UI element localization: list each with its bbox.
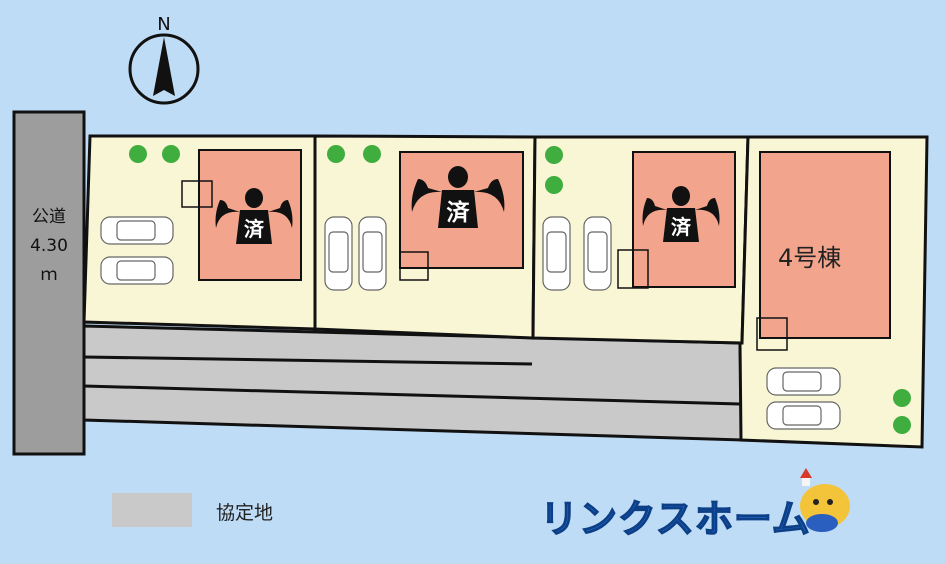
building-4 bbox=[759, 151, 891, 339]
car-4b bbox=[766, 401, 841, 430]
legend-label: 協定地 bbox=[216, 502, 274, 524]
sold-mark-text: 済 bbox=[244, 217, 265, 241]
entrance-2 bbox=[399, 251, 429, 281]
tree-icon bbox=[327, 145, 345, 163]
entrance-4 bbox=[756, 317, 788, 351]
house-4-label: 4号棟 bbox=[778, 244, 842, 272]
sold-mark-1: 済 bbox=[215, 188, 293, 244]
entrance-3 bbox=[617, 249, 649, 289]
car-4a bbox=[766, 367, 841, 396]
tree-icon bbox=[545, 146, 563, 164]
trees bbox=[129, 145, 911, 434]
brand-logo: リンクスホーム bbox=[539, 496, 811, 542]
car-3b bbox=[583, 216, 612, 291]
tree-icon bbox=[363, 145, 381, 163]
driveway-line-1 bbox=[83, 355, 533, 366]
sold-mark-text: 済 bbox=[671, 215, 692, 239]
tree-icon bbox=[129, 145, 147, 163]
road-name: 公道 bbox=[32, 207, 66, 227]
car-1b bbox=[100, 256, 174, 285]
north-compass: N bbox=[128, 14, 200, 105]
road-unit: ｍ bbox=[40, 265, 58, 285]
tree-icon bbox=[893, 389, 911, 407]
tree-icon bbox=[545, 176, 563, 194]
sold-mark-text: 済 bbox=[447, 199, 471, 226]
road-label: 公道 4.30 ｍ bbox=[14, 203, 84, 290]
entrance-1 bbox=[181, 180, 213, 208]
driveway-line-2 bbox=[83, 384, 741, 406]
sold-mark-2: 済 bbox=[411, 166, 505, 228]
car-3a bbox=[542, 216, 571, 291]
road-width: 4.30 bbox=[30, 236, 68, 256]
legend-swatch bbox=[112, 493, 192, 527]
public-road bbox=[12, 110, 86, 456]
car-1a bbox=[100, 216, 174, 245]
tree-icon bbox=[893, 416, 911, 434]
car-2b bbox=[358, 216, 387, 291]
tree-icon bbox=[162, 145, 180, 163]
sold-mark-3: 済 bbox=[642, 186, 720, 242]
car-2a bbox=[324, 216, 353, 291]
mascot-icon bbox=[800, 468, 850, 532]
north-label: N bbox=[157, 14, 170, 35]
agreement-land bbox=[82, 324, 744, 442]
